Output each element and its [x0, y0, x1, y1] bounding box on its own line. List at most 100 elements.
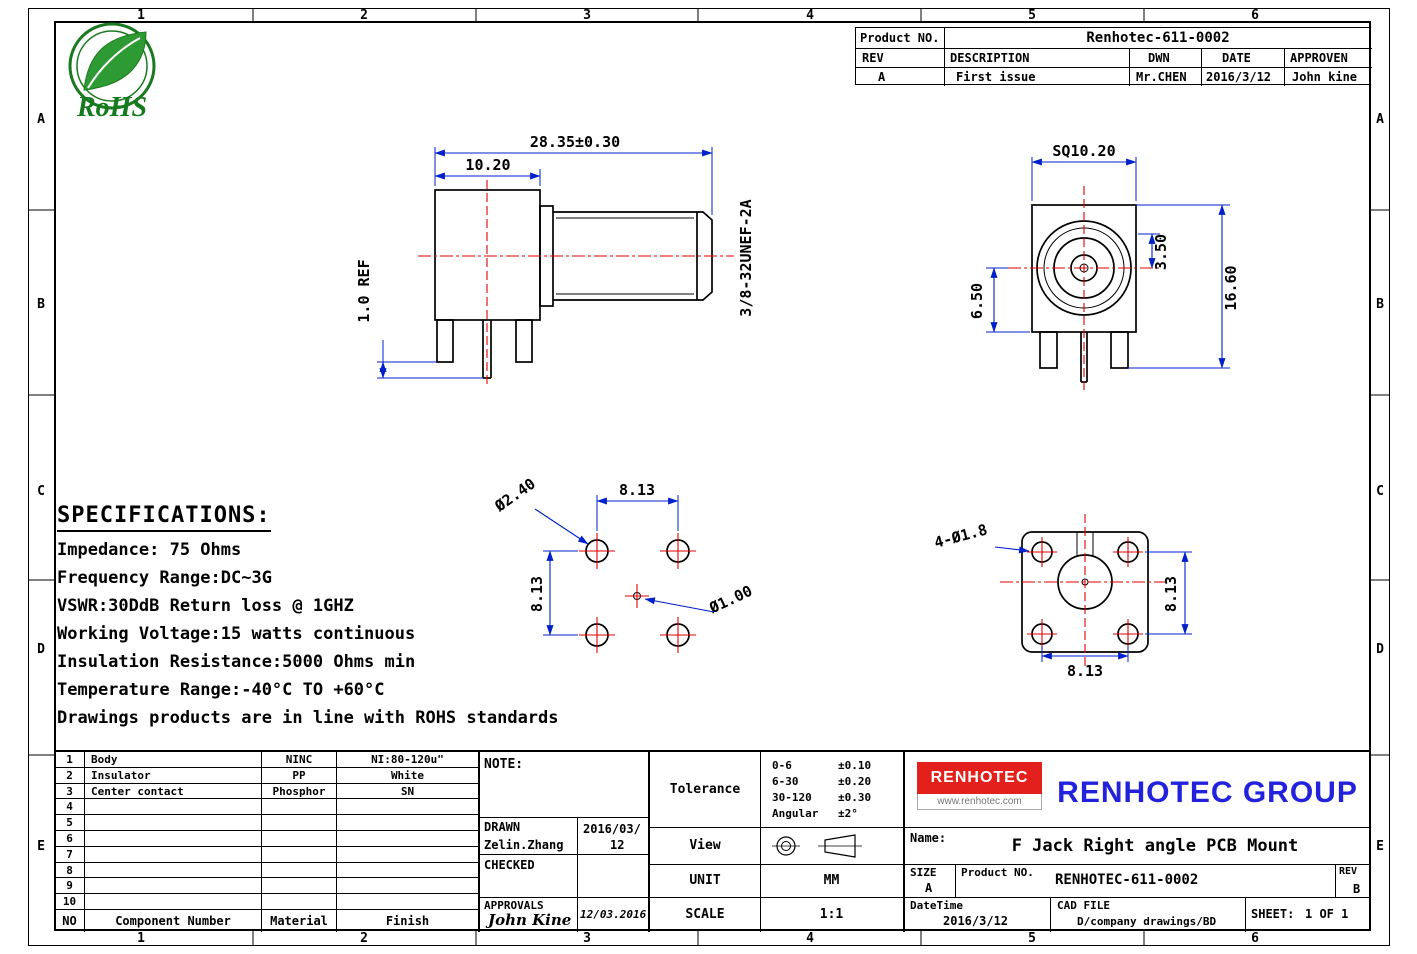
parts-footer-material: Material	[262, 910, 337, 932]
dim-flange-pitch-h: 8.13	[1067, 662, 1103, 680]
grid-col-label: 5	[1028, 8, 1036, 23]
description-header: DESCRIPTION	[950, 51, 1030, 65]
cadfile-label: CAD FILE	[1057, 899, 1110, 912]
approvals-label: APPROVALS	[484, 899, 544, 912]
parts-finish	[337, 847, 478, 862]
tolerance-value: ±0.30	[838, 791, 872, 804]
product-no-label: Product NO.	[860, 31, 940, 45]
grid-row-label: E	[37, 839, 45, 854]
approvals-signature: John Kine	[488, 911, 572, 929]
parts-finish	[337, 815, 478, 830]
grid-col-label: 3	[583, 8, 591, 23]
parts-component	[85, 878, 262, 894]
grid-row-label: D	[37, 642, 45, 657]
dim-flange-pitch-v: 8.13	[1162, 576, 1180, 612]
parts-no: 6	[55, 831, 85, 846]
approvals-date: 12/03.2016	[580, 908, 647, 921]
spec-line-temperature: Temperature Range:-40°C TO +60°C	[57, 680, 385, 700]
parts-component	[85, 894, 262, 910]
rohs-label: RoHS	[76, 92, 147, 123]
side-thread-label: 3/8-32UNEF-2A	[737, 199, 755, 316]
tolerance-value: ±2°	[838, 807, 858, 820]
side-view: 28.35±0.30 10.20 1.0 REF 3/8-32UNEF-2A	[355, 133, 755, 388]
dim-front-lower: 6.50	[968, 283, 986, 319]
dim-flange-holes: 4-Ø1.8	[932, 520, 989, 551]
parts-finish	[337, 878, 478, 893]
unit-value: MM	[823, 873, 840, 888]
sheet-frame	[28, 8, 1390, 946]
unit-label: UNIT	[689, 873, 721, 888]
spec-line-impedance: Impedance: 75 Ohms	[57, 540, 242, 560]
dim-front-square: SQ10.20	[1052, 142, 1115, 160]
bottom-title-block: 1 Body NINC NI:80-120u" 2 Insulator PP W…	[55, 750, 1370, 932]
parts-component	[85, 815, 262, 831]
grid-col-label: 1	[137, 8, 145, 23]
grid-col-label: 6	[1251, 8, 1259, 23]
parts-finish	[337, 831, 478, 846]
parts-material: PP	[262, 767, 337, 783]
parts-footer-component: Component Number	[85, 910, 262, 932]
product-no-label-bottom: Product NO.	[961, 866, 1034, 879]
date-value: 2016/3/12	[1206, 70, 1272, 84]
grid-col-label: 6	[1251, 931, 1259, 946]
sheet-label: SHEET:	[1251, 907, 1295, 921]
parts-footer-row: NO Component Number Material Finish	[55, 910, 478, 932]
grid-col-label: 2	[360, 8, 368, 23]
rev-label-bottom: REV	[1339, 866, 1358, 877]
grid-row-label: B	[1376, 297, 1384, 312]
parts-component	[85, 846, 262, 862]
parts-material	[262, 878, 337, 894]
drawn-date-bottom: 12	[610, 838, 625, 852]
approven-value: John kine	[1292, 70, 1358, 84]
parts-no: 1	[55, 752, 85, 767]
drawn-name: Zelin.Zhang	[484, 838, 564, 852]
name-label: Name:	[910, 831, 947, 845]
tolerance-range: 0-6	[772, 759, 792, 772]
grid-col-label: 1	[137, 931, 145, 946]
grid-row-label: E	[1376, 839, 1384, 854]
title-block: Product NO. Renhotec-611-0002 REV DESCRI…	[855, 27, 1372, 86]
parts-component	[85, 831, 262, 846]
flange-view: 4-Ø1.8 8.13 8.13	[932, 514, 1192, 680]
drawn-date-top: 2016/03/	[583, 822, 641, 836]
date-header: DATE	[1222, 51, 1251, 65]
parts-component: Body	[85, 752, 262, 767]
renhotec-logo: RENHOTEC www.renhotec.com	[917, 762, 1042, 810]
approven-header: APPROVEN	[1290, 51, 1348, 65]
tolerance-value: ±0.10	[838, 759, 872, 772]
view-label: View	[689, 838, 721, 853]
grid-row-label: A	[37, 112, 45, 127]
parts-row: 5	[55, 815, 478, 831]
spec-line-insulation: Insulation Resistance:5000 Ohms min	[57, 652, 416, 672]
rev-value-bottom: B	[1353, 882, 1361, 896]
scale-label: SCALE	[685, 907, 725, 922]
dim-front-upper: 3.50	[1152, 234, 1170, 270]
parts-table: 1 Body NINC NI:80-120u" 2 Insulator PP W…	[55, 752, 480, 932]
parts-finish	[337, 863, 478, 878]
dim-footprint-pitch-x: 8.13	[619, 481, 655, 499]
tolerance-range: 6-30	[772, 775, 799, 788]
spec-line-frequency: Frequency Range:DC~3G	[57, 568, 272, 588]
company-group-title: RENHOTEC GROUP	[1057, 776, 1358, 809]
tolerance-value: ±0.20	[838, 775, 872, 788]
name-value: F Jack Right angle PCB Mount	[1011, 836, 1299, 856]
scale-value: 1:1	[819, 907, 844, 922]
renhotec-logo-text: RENHOTEC	[917, 762, 1042, 794]
parts-finish: SN	[400, 784, 415, 798]
grid-row-label: C	[1376, 484, 1384, 499]
dim-footprint-pitch-y: 8.13	[528, 576, 546, 612]
parts-row: 8	[55, 862, 478, 879]
parts-row: 1 Body NINC NI:80-120u"	[55, 752, 478, 768]
sheet-value: 1 OF 1	[1305, 907, 1349, 921]
parts-finish	[337, 894, 478, 909]
front-view: SQ10.20 6.50 3.50 16.60	[968, 142, 1240, 392]
size-label: SIZE	[910, 866, 937, 879]
product-no-value-bottom: RENHOTEC-611-0002	[1055, 872, 1199, 888]
parts-no: 10	[55, 894, 85, 910]
grid-col-label: 3	[583, 931, 591, 946]
note-label: NOTE:	[484, 757, 524, 772]
parts-material	[262, 862, 337, 878]
parts-component: Center contact	[85, 783, 262, 799]
tolerance-block: Tolerance 0-6 ±0.10 6-30 ±0.20 30-120 ±0…	[650, 752, 905, 932]
